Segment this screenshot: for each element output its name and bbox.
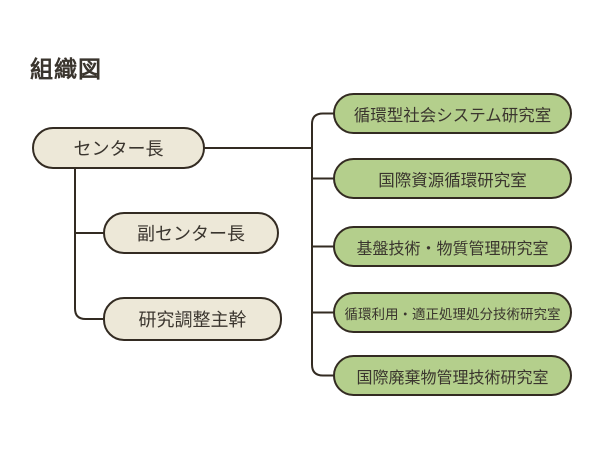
node-office-label: 国際廃棄物管理技術研究室 xyxy=(356,367,549,387)
node-office-label: 基盤技術・物質管理研究室 xyxy=(356,238,549,258)
node-office-fundamental-tech-material-management: 基盤技術・物質管理研究室 xyxy=(333,226,572,267)
node-office-international-waste-management-tech: 国際廃棄物管理技術研究室 xyxy=(333,355,572,396)
node-office-label: 循環利用・適正処理処分技術研究室 xyxy=(344,306,561,323)
node-center-director: センター長 xyxy=(32,127,205,169)
node-center-director-label: センター長 xyxy=(73,139,164,160)
node-research-coordination-chief: 研究調整主幹 xyxy=(103,297,282,341)
connector-offices-trunk xyxy=(311,112,334,377)
node-deputy-center-director-label: 副センター長 xyxy=(137,224,245,245)
connector-staff-trunk xyxy=(74,167,104,320)
page-title: 組織図 xyxy=(30,57,102,83)
node-research-coordination-chief-label: 研究調整主幹 xyxy=(138,310,247,331)
node-office-international-resource-circulation: 国際資源循環研究室 xyxy=(333,158,572,199)
node-deputy-center-director: 副センター長 xyxy=(103,212,279,254)
node-office-circular-society-systems: 循環型社会システム研究室 xyxy=(333,93,572,134)
node-office-label: 国際資源循環研究室 xyxy=(378,170,527,190)
node-office-recycling-treatment-disposal-tech: 循環利用・適正処理処分技術研究室 xyxy=(333,292,572,333)
node-office-label: 循環型社会システム研究室 xyxy=(353,105,552,125)
